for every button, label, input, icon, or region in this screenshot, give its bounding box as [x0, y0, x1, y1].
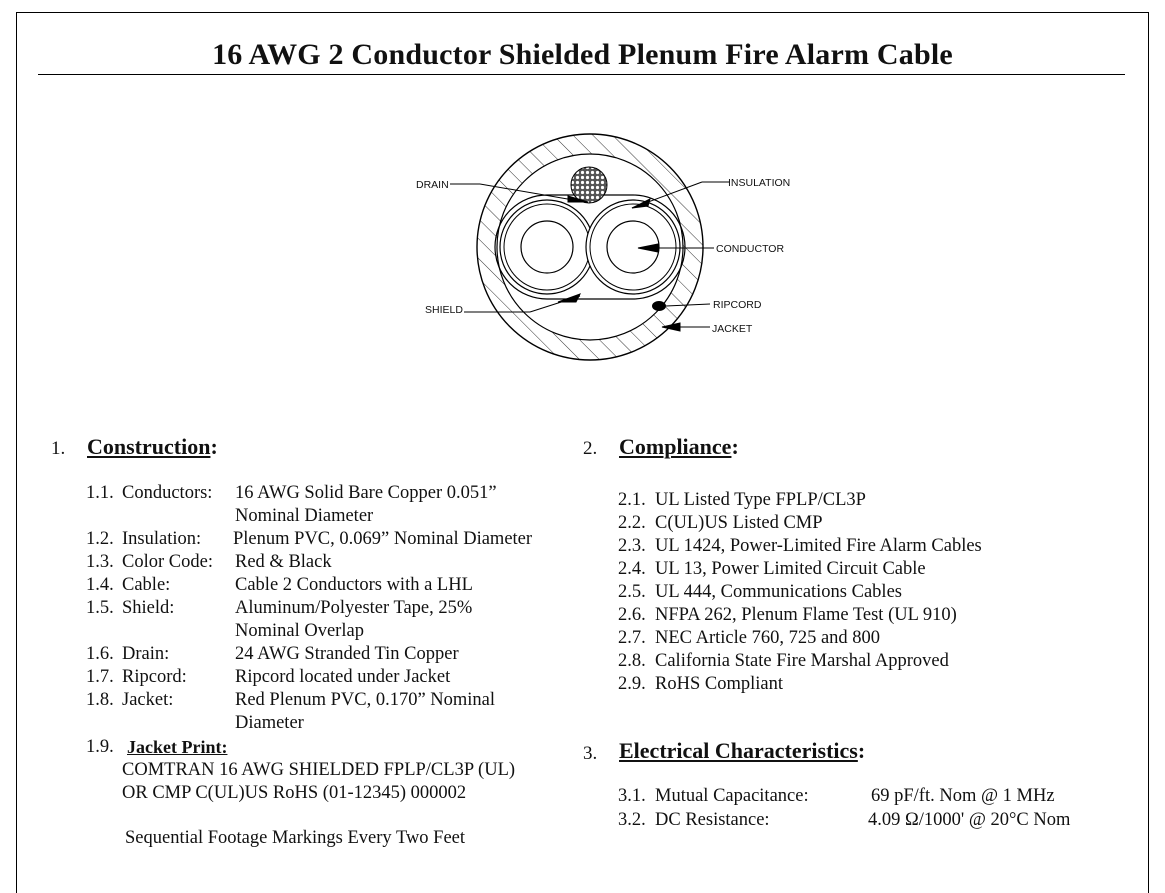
construction-heading: Construction:	[87, 434, 218, 459]
compliance-item-num: 2.6.	[618, 605, 646, 625]
conductor-right-shape	[585, 199, 681, 295]
compliance-item-text: UL 13, Power Limited Circuit Cable	[655, 559, 926, 579]
construction-item-value-cont: Nominal Diameter	[235, 506, 374, 526]
construction-item-value: Plenum PVC, 0.069” Nominal Diameter	[233, 529, 533, 549]
construction-item-value: 16 AWG Solid Bare Copper 0.051”	[235, 483, 497, 503]
electrical-item-label: Mutual Capacitance:	[655, 786, 809, 806]
conductor-left-shape	[499, 199, 595, 295]
construction-item-num: 1.6.	[86, 644, 114, 664]
electrical-item-value: 4.09 Ω/1000' @ 20°C Nom	[868, 810, 1071, 830]
construction-item-value-cont: Nominal Overlap	[235, 621, 364, 641]
title-rule	[38, 74, 1125, 75]
construction-item-value: Red & Black	[235, 552, 332, 572]
electrical-heading-text: Electrical Characteristics	[619, 738, 858, 763]
jacket-label: JACKET	[712, 323, 753, 335]
jacket-print-num: 1.9.	[86, 737, 114, 757]
construction-item-num: 1.7.	[86, 667, 114, 687]
compliance-item-num: 2.2.	[618, 513, 646, 533]
compliance-item-text: UL 444, Communications Cables	[655, 582, 902, 602]
construction-item-value: Red Plenum PVC, 0.170” Nominal	[235, 690, 496, 710]
conductor-label: CONDUCTOR	[716, 243, 784, 255]
construction-item-value: Cable 2 Conductors with a LHL	[235, 575, 473, 595]
ripcord-label: RIPCORD	[713, 299, 762, 311]
compliance-item-text: C(UL)US Listed CMP	[655, 513, 823, 533]
construction-item-num: 1.3.	[86, 552, 114, 572]
construction-item-label: Drain:	[122, 644, 170, 664]
construction-item-label: Cable:	[122, 575, 171, 595]
jacket-print-line-2: OR CMP C(UL)US RoHS (01-12345) 000002	[122, 783, 467, 803]
compliance-item-text: California State Fire Marshal Approved	[655, 651, 949, 671]
compliance-item-text: UL Listed Type FPLP/CL3P	[655, 490, 866, 510]
shield-label: SHIELD	[425, 304, 463, 316]
construction-item-label: Ripcord:	[122, 667, 187, 687]
compliance-item-num: 2.9.	[618, 674, 646, 694]
construction-item-num: 1.4.	[86, 575, 114, 595]
cable-cross-section-diagram: DRAIN INSULATION CONDUCTOR SHIELD RIPCOR…	[416, 133, 790, 361]
ripcord-shape	[652, 301, 666, 311]
construction-item-num: 1.2.	[86, 529, 114, 549]
electrical-item-value: 69 pF/ft. Nom @ 1 MHz	[871, 786, 1055, 806]
construction-item-label: Conductors:	[122, 483, 213, 503]
electrical-item-num: 3.1.	[618, 786, 646, 806]
jacket-print-line-1: COMTRAN 16 AWG SHIELDED FPLP/CL3P (UL)	[122, 760, 516, 780]
leader-lines	[450, 181, 730, 332]
construction-item-value: Aluminum/Polyester Tape, 25%	[235, 598, 473, 618]
compliance-item-num: 2.5.	[618, 582, 646, 602]
shield-wrap-shape	[494, 194, 686, 300]
compliance-item-num: 2.3.	[618, 536, 646, 556]
compliance-section-number: 2.	[583, 438, 598, 459]
jacket-print-heading: Jacket Print:	[127, 737, 228, 757]
construction-item-value: 24 AWG Stranded Tin Copper	[235, 644, 459, 664]
construction-item-value-cont: Diameter	[235, 713, 304, 733]
electrical-heading: Electrical Characteristics:	[619, 738, 866, 763]
construction-heading-text: Construction	[87, 434, 211, 459]
electrical-section-number: 3.	[583, 743, 598, 764]
compliance-item-num: 2.7.	[618, 628, 646, 648]
compliance-item-text: RoHS Compliant	[655, 674, 783, 694]
jacket-print-footer: Sequential Footage Markings Every Two Fe…	[125, 828, 466, 848]
compliance-item-text: NEC Article 760, 725 and 800	[655, 628, 881, 648]
construction-section-number: 1.	[51, 438, 66, 459]
page-title: 16 AWG 2 Conductor Shielded Plenum Fire …	[212, 38, 953, 71]
electrical-item-num: 3.2.	[618, 810, 646, 830]
insulation-label: INSULATION	[728, 177, 790, 189]
construction-item-num: 1.5.	[86, 598, 114, 618]
construction-item-num: 1.1.	[86, 483, 114, 503]
electrical-item-label: DC Resistance:	[655, 810, 770, 830]
construction-item-label: Insulation:	[122, 529, 202, 549]
construction-item-value: Ripcord located under Jacket	[235, 667, 451, 687]
construction-item-label: Shield:	[122, 598, 175, 618]
construction-item-label: Color Code:	[122, 552, 213, 572]
compliance-item-text: NFPA 262, Plenum Flame Test (UL 910)	[655, 605, 957, 625]
compliance-item-num: 2.8.	[618, 651, 646, 671]
compliance-item-num: 2.4.	[618, 559, 646, 579]
compliance-item-num: 2.1.	[618, 490, 646, 510]
drain-wire-shape	[570, 166, 608, 204]
compliance-item-text: UL 1424, Power-Limited Fire Alarm Cables	[655, 536, 982, 556]
compliance-heading-text: Compliance	[619, 434, 732, 459]
page-frame	[16, 12, 1149, 893]
drain-label: DRAIN	[416, 179, 449, 191]
compliance-heading: Compliance:	[619, 434, 739, 459]
construction-item-num: 1.8.	[86, 690, 114, 710]
construction-item-label: Jacket:	[122, 690, 174, 710]
